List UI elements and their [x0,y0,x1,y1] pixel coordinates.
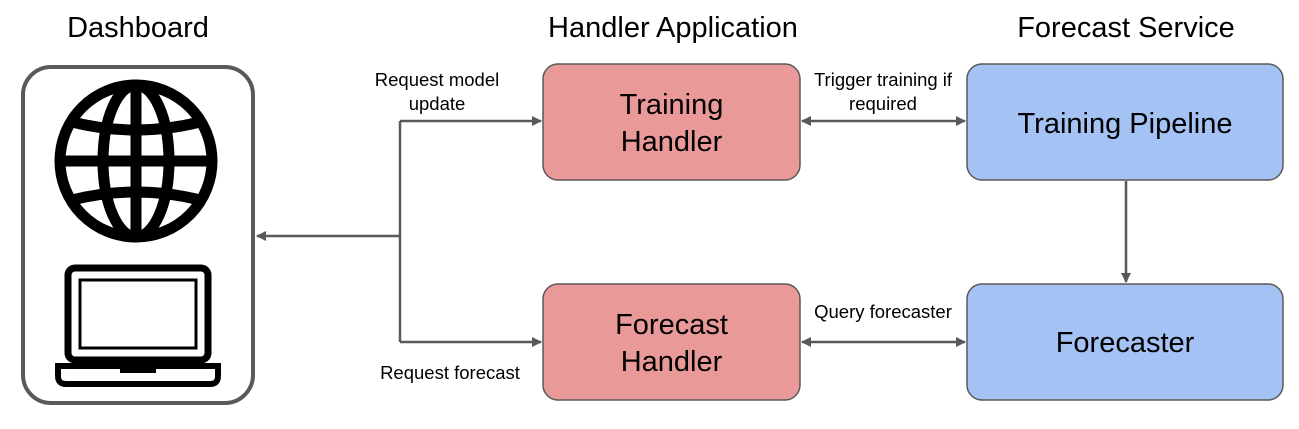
query-forecaster-label: Query forecaster [814,301,952,322]
forecast-handler-label-line2: Handler [621,346,723,378]
training-handler-label-line1: Training [620,89,724,121]
request-model-update-label-line2: update [409,93,466,114]
forecaster-label: Forecaster [1056,327,1195,359]
forecaster-node[interactable]: Forecaster [966,283,1284,401]
request-forecast-label: Request forecast [380,362,520,383]
training-handler-label-line2: Handler [621,126,723,158]
request-model-update-label-line1: Request model [375,69,499,90]
forecast-service-title: Forecast Service [1017,12,1235,44]
forecast-handler-label-line1: Forecast [615,309,728,341]
laptop-icon [55,264,221,387]
forecast-handler-node[interactable]: Forecast Handler [542,283,801,401]
trigger-training-label-line1: Trigger training if [814,69,953,90]
trigger-training-label-line2: required [849,93,917,114]
training-pipeline-label: Training Pipeline [1018,108,1233,140]
handler-application-title: Handler Application [548,12,798,44]
connectors [256,116,1131,347]
training-handler-node[interactable]: Training Handler [542,63,801,181]
dashboard-title: Dashboard [67,12,209,44]
training-pipeline-node[interactable]: Training Pipeline [966,63,1284,181]
globe-icon [54,79,218,243]
